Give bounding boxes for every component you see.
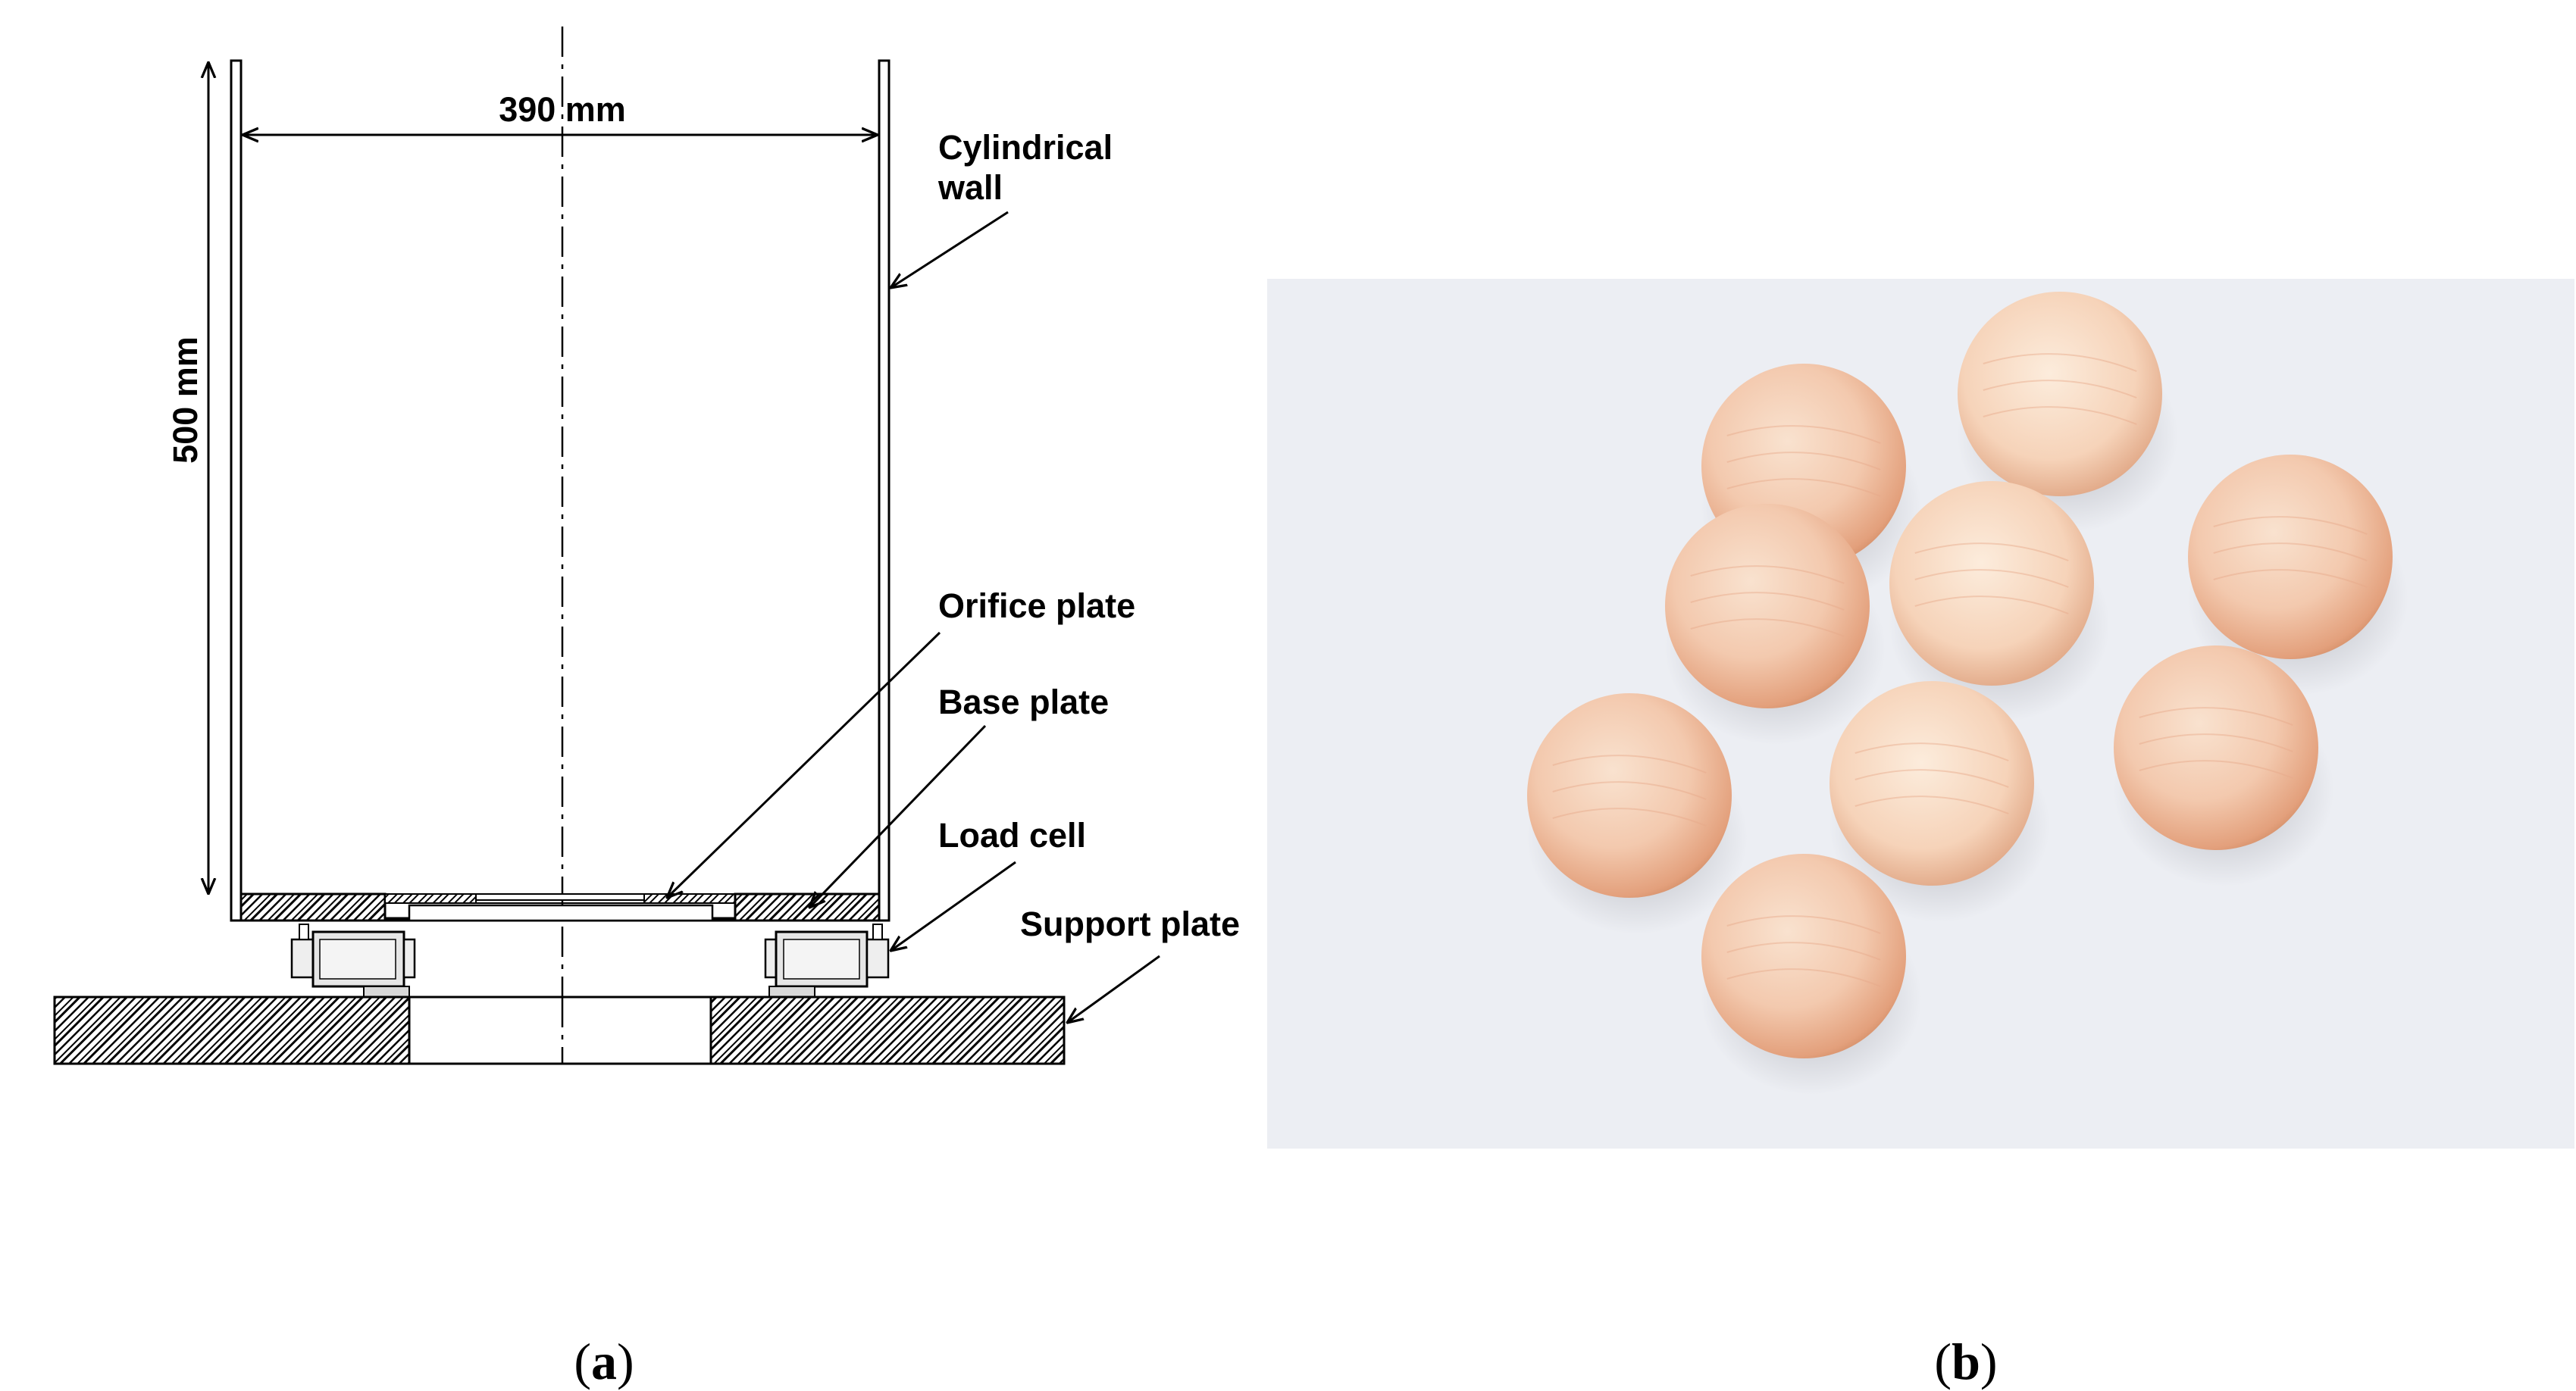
wooden-sphere bbox=[1958, 292, 2162, 496]
wood-grain bbox=[1690, 592, 1845, 611]
orifice-plate-label: Orifice plate bbox=[938, 586, 1135, 625]
orifice-plate-arrow bbox=[667, 631, 941, 898]
wood-grain bbox=[1914, 542, 2069, 561]
wood-grain bbox=[1552, 781, 1707, 800]
orifice-plate bbox=[408, 904, 714, 922]
wood-grain bbox=[1690, 565, 1845, 584]
base-plate-label: Base plate bbox=[938, 683, 1109, 721]
width-label: 390 mm bbox=[499, 90, 626, 129]
support-plate bbox=[53, 996, 1066, 1065]
wood-grain bbox=[2139, 733, 2293, 752]
wood-grain bbox=[1690, 618, 1845, 637]
wooden-sphere bbox=[1701, 854, 1906, 1058]
wooden-sphere bbox=[2114, 645, 2318, 850]
wood-grain bbox=[1726, 942, 1881, 961]
wood-grain bbox=[1914, 595, 2069, 614]
cylindrical-wall-label-line2: wall bbox=[937, 168, 1003, 207]
wood-grain bbox=[1914, 569, 2069, 588]
caption-a-letter: a bbox=[591, 1333, 617, 1390]
support-plate-arrow bbox=[1067, 955, 1160, 1023]
wood-grain bbox=[1983, 353, 2137, 372]
wood-grain bbox=[2213, 542, 2368, 561]
label-orifice-plate: Orifice plate bbox=[667, 586, 1135, 898]
load-cell-left bbox=[290, 924, 416, 998]
caption-b: (b) bbox=[1934, 1333, 1997, 1390]
label-base-plate: Base plate bbox=[809, 683, 1109, 908]
cylindrical-wall bbox=[230, 59, 890, 922]
wood-grain bbox=[2139, 707, 2293, 726]
wooden-sphere bbox=[1665, 504, 1870, 708]
cylindrical-wall-label-line1: Cylindrical bbox=[938, 128, 1113, 167]
wood-grain bbox=[1855, 742, 2009, 761]
schematic-diagram: 390 mm 500 mm bbox=[53, 27, 1240, 1065]
wood-grain bbox=[2139, 760, 2293, 779]
wood-grain bbox=[1726, 452, 1881, 470]
label-load-cell: Load cell bbox=[890, 816, 1086, 951]
wood-grain bbox=[1726, 915, 1881, 934]
base-plate-arrow bbox=[809, 724, 987, 908]
caption-b-letter: b bbox=[1952, 1333, 1980, 1390]
wood-grain bbox=[1552, 755, 1707, 774]
load-cell-arrow bbox=[890, 861, 1016, 951]
wood-grain bbox=[1983, 380, 2137, 399]
wood-grain bbox=[1726, 425, 1881, 444]
wood-grain bbox=[1552, 808, 1707, 827]
wooden-sphere bbox=[1527, 693, 1732, 898]
wood-grain bbox=[1855, 769, 2009, 788]
svg-text:Cylindrical wall: Cylindrical wall bbox=[937, 128, 1122, 207]
label-support-plate: Support plate bbox=[1020, 905, 1240, 1023]
height-dimension: 500 mm bbox=[166, 62, 208, 894]
cylindrical-wall-arrow bbox=[890, 211, 1009, 288]
sphere-group bbox=[1526, 292, 2409, 1096]
wood-grain bbox=[1726, 968, 1881, 987]
wooden-sphere bbox=[2188, 455, 2393, 659]
width-dimension: 390 mm bbox=[243, 90, 878, 135]
wood-grain bbox=[2213, 516, 2368, 535]
wooden-sphere bbox=[1889, 481, 2094, 686]
wooden-sphere bbox=[1829, 681, 2034, 886]
load-cell-label: Load cell bbox=[938, 816, 1086, 855]
support-plate-label: Support plate bbox=[1020, 905, 1240, 943]
wood-grain bbox=[1983, 406, 2137, 425]
load-cell-right bbox=[764, 924, 890, 998]
wood-grain bbox=[1726, 478, 1881, 497]
label-cylindrical-wall: Cylindrical wall bbox=[890, 128, 1122, 288]
photo-wooden-spheres bbox=[1267, 279, 2574, 1149]
wood-grain bbox=[1855, 796, 2009, 814]
caption-a: (a) bbox=[574, 1333, 634, 1390]
wood-grain bbox=[2213, 569, 2368, 588]
height-label: 500 mm bbox=[166, 336, 205, 464]
